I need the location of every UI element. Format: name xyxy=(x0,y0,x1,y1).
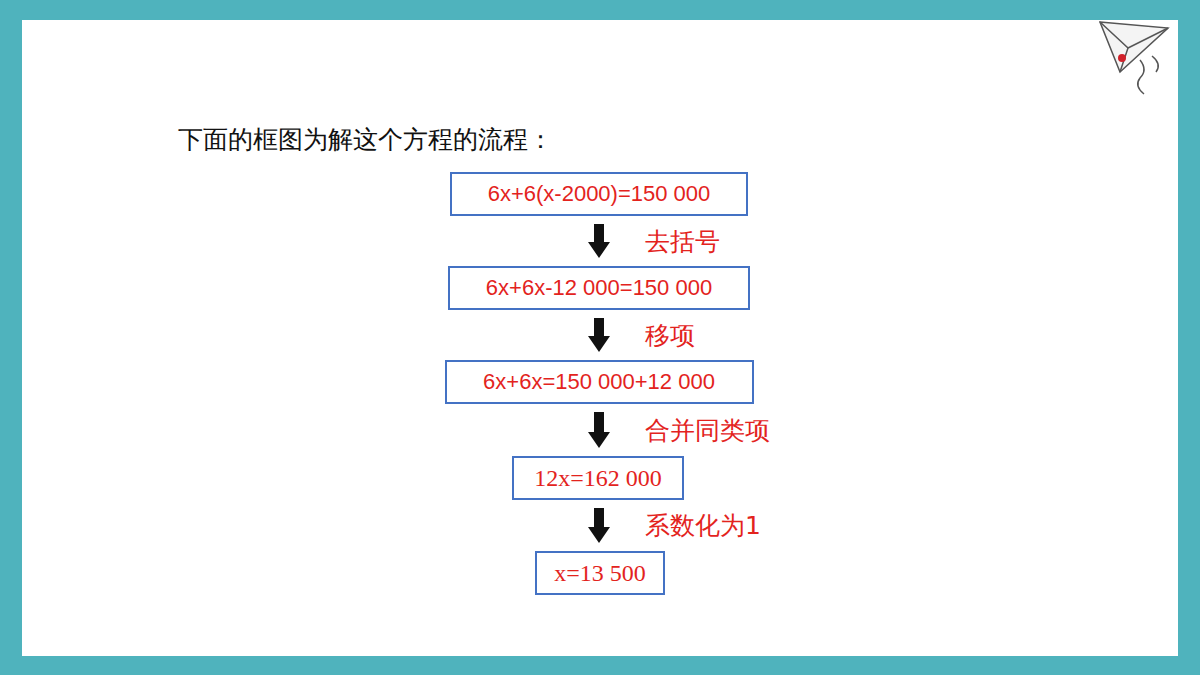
step-label: 去括号 xyxy=(645,225,720,258)
process-box: x=13 500 xyxy=(535,551,665,595)
process-box: 6x+6(x-2000)=150 000 xyxy=(450,172,748,216)
step-label: 移项 xyxy=(645,319,695,352)
equation-text: 6x+6x-12 000=150 000 xyxy=(486,275,712,301)
paper-plane-icon xyxy=(1100,22,1168,94)
down-arrow xyxy=(588,224,610,258)
process-box: 12x=162 000 xyxy=(512,456,684,500)
step-label: 系数化为1 xyxy=(645,509,761,542)
down-arrow xyxy=(588,318,610,352)
step-label: 合并同类项 xyxy=(645,414,770,447)
equation-text: 6x+6x=150 000+12 000 xyxy=(483,369,715,395)
equation-text: 6x+6(x-2000)=150 000 xyxy=(488,181,711,207)
equation-text: 12x=162 000 xyxy=(534,465,662,492)
down-arrow xyxy=(588,508,610,543)
down-arrow xyxy=(588,412,610,448)
process-box: 6x+6x=150 000+12 000 xyxy=(445,360,754,404)
process-box: 6x+6x-12 000=150 000 xyxy=(448,266,750,310)
equation-text: x=13 500 xyxy=(554,560,646,587)
heading: 下面的框图为解这个方程的流程： xyxy=(178,123,553,156)
